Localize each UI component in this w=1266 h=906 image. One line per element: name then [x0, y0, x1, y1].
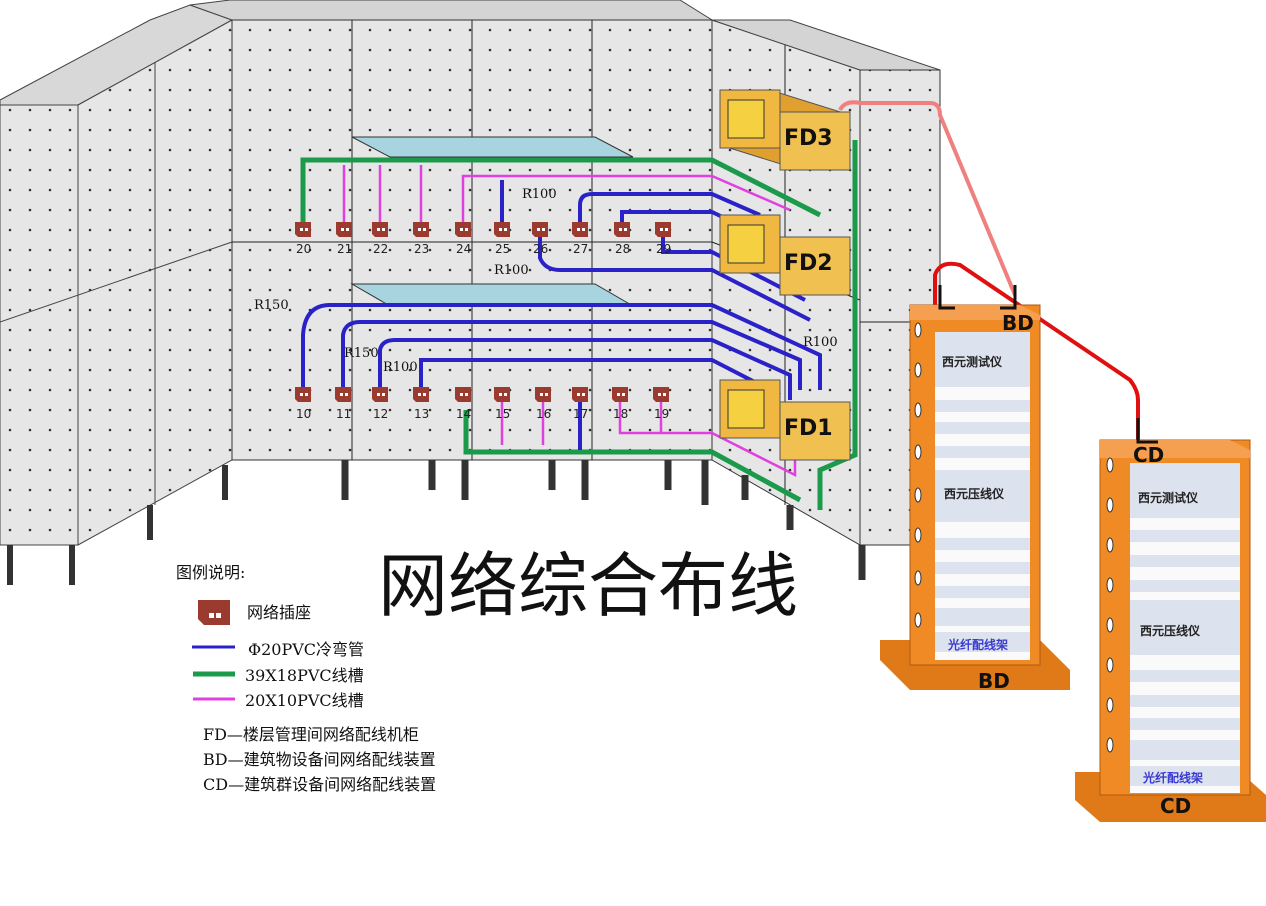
cd-fiber-panel: 光纤配线架 [1142, 770, 1203, 785]
outlet-number: 15 [495, 407, 510, 421]
network-outlet: 19 [653, 387, 669, 421]
network-outlet: 20 [295, 222, 311, 256]
network-outlet: 22 [372, 222, 388, 256]
outlet-number: 21 [337, 242, 352, 256]
outlet-number: 24 [456, 242, 471, 256]
network-outlet: 21 [336, 222, 352, 256]
fd3-cabinet[interactable]: FD3 [719, 89, 851, 171]
network-outlet: 10 [295, 387, 311, 421]
radius-labels: R100 R100 R150 R150 R100 R100 [254, 187, 838, 375]
network-outlet: 25 [494, 222, 510, 256]
outlet-number: 22 [373, 242, 388, 256]
outlet-number: 12 [373, 407, 388, 421]
network-outlet: 23 [413, 222, 429, 256]
fd1-label: FD1 [784, 416, 833, 441]
legend-definition: CD—建筑群设备间网络配线装置 [203, 775, 436, 794]
legend-definition: FD—楼层管理间网络配线机柜 [203, 725, 419, 744]
green-trunking [300, 140, 858, 510]
fd1-cabinet[interactable]: FD1 [719, 379, 851, 461]
legend-label: 网络插座 [247, 603, 311, 622]
outlet-number: 20 [296, 242, 311, 256]
outlet-number: 11 [336, 407, 351, 421]
bd-rack[interactable]: BD 西元测试仪 西元压线仪 光纤配线架 BD [880, 285, 1070, 693]
legend: 图例说明: 网络插座 Φ20PVC冷弯管 39X18PVC线槽 20X10PVC… [176, 563, 436, 794]
network-outlet: 27 [572, 222, 588, 256]
magenta-trunking [342, 165, 797, 478]
outlet-number: 27 [573, 242, 588, 256]
bd-base-label: BD [978, 669, 1010, 693]
bd-top-label: BD [1002, 311, 1034, 335]
shelf-lower [350, 283, 635, 307]
outlet-number: 16 [536, 407, 551, 421]
fd3-label: FD3 [784, 126, 833, 151]
outlet-icon [198, 600, 230, 625]
outlet-number: 28 [615, 242, 630, 256]
network-outlet: 16 [535, 387, 551, 421]
outlet-number: 19 [654, 407, 669, 421]
bd-device-tester: 西元测试仪 [942, 354, 1003, 369]
back-wall [189, 0, 714, 505]
legend-label: 39X18PVC线槽 [245, 666, 364, 685]
cd-top-label: CD [1133, 443, 1164, 467]
radius-label: R100 [383, 360, 418, 375]
cd-device-tester: 西元测试仪 [1138, 490, 1199, 505]
legend-definition: BD—建筑物设备间网络配线装置 [203, 750, 436, 769]
outlet-group: 20 21 22 23 24 25 26 27 28 29 10 11 12 13 14 15 16 17 18 19 [295, 222, 671, 421]
outlet-number: 26 [533, 242, 548, 256]
legend-label: Φ20PVC冷弯管 [248, 640, 364, 659]
outlet-number: 13 [414, 407, 429, 421]
network-outlet: 26 [532, 222, 548, 256]
network-outlet: 17 [572, 387, 588, 421]
outlet-number: 17 [573, 407, 588, 421]
network-outlet: 18 [612, 387, 628, 421]
bd-fiber-panel: 光纤配线架 [947, 637, 1008, 652]
radius-label: R100 [522, 187, 557, 202]
bd-device-crimper: 西元压线仪 [944, 486, 1005, 501]
outlet-number: 18 [613, 407, 628, 421]
network-outlet: 29 [655, 222, 671, 256]
cd-device-crimper: 西元压线仪 [1140, 623, 1201, 638]
outlet-number: 23 [414, 242, 429, 256]
cd-rack[interactable]: CD 西元测试仪 西元压线仪 光纤配线架 CD [1075, 418, 1266, 822]
diagram-title: 网络综合布线 [378, 545, 798, 627]
outlet-number: 14 [456, 407, 471, 421]
fd2-label: FD2 [784, 251, 833, 276]
left-wall-panels [0, 4, 234, 585]
fd3-to-bd-link [838, 100, 1017, 296]
outlet-number: 29 [656, 242, 671, 256]
network-outlet: 28 [614, 222, 630, 256]
network-outlet: 24 [455, 222, 471, 256]
cd-base-label: CD [1160, 794, 1191, 818]
radius-label: R150 [254, 298, 289, 313]
shelf-upper [351, 136, 634, 158]
legend-heading: 图例说明: [176, 563, 245, 582]
radius-label: R100 [494, 263, 529, 278]
radius-label: R150 [344, 346, 379, 361]
network-outlet: 13 [413, 387, 429, 421]
fd2-cabinet[interactable]: FD2 [719, 214, 851, 296]
outlet-number: 10 [296, 407, 311, 421]
network-outlet: 14 [455, 387, 471, 421]
radius-label: R100 [803, 335, 838, 350]
network-outlet: 15 [494, 387, 510, 421]
outlet-number: 25 [495, 242, 510, 256]
bd-to-cd-link [933, 261, 1140, 440]
blue-conduit [301, 180, 822, 450]
legend-label: 20X10PVC线槽 [245, 691, 364, 710]
network-outlet: 12 [372, 387, 388, 421]
network-outlet: 11 [335, 387, 351, 421]
